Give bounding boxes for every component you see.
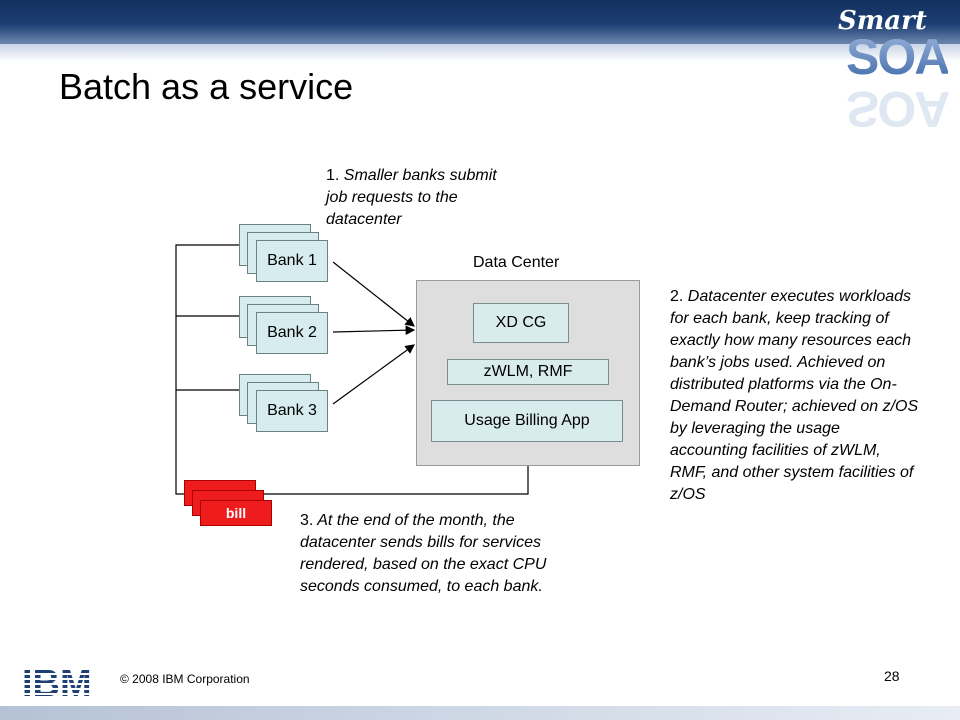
- ibm-logo-text: IBM: [22, 663, 92, 704]
- zwlm-rmf-box: zWLM, RMF: [447, 359, 609, 385]
- bank-3-card: Bank 3: [256, 390, 328, 432]
- arrow-bank1-to-dc: [332, 261, 415, 327]
- note-step-3-number: 3.: [300, 512, 314, 529]
- note-step-1-text: Smaller banks submit job requests to the…: [326, 167, 497, 228]
- page-number: 28: [884, 668, 900, 684]
- header-bar: [0, 0, 960, 44]
- note-step-3-text: At the end of the month, the datacenter …: [300, 512, 547, 595]
- note-step-1: 1. Smaller banks submit job requests to …: [326, 165, 506, 231]
- bill-return-line: [175, 244, 529, 495]
- header-fade: [0, 44, 960, 62]
- note-step-2-number: 2.: [670, 288, 684, 305]
- usage-billing-app-box: Usage Billing App: [431, 400, 623, 442]
- data-center-label: Data Center: [473, 254, 560, 271]
- bill-card: bill: [200, 500, 272, 526]
- copyright-text: © 2008 IBM Corporation: [120, 672, 250, 686]
- footer-bar: [0, 706, 960, 720]
- note-step-2-text: Datacenter executes workloads for each b…: [670, 288, 919, 503]
- slide-title: Batch as a service: [59, 66, 354, 107]
- bank-2-card: Bank 2: [256, 312, 328, 354]
- note-step-2: 2. Datacenter executes workloads for eac…: [670, 286, 920, 506]
- arrow-bank2-to-dc: [332, 325, 416, 336]
- ibm-logo: IBM: [22, 663, 92, 704]
- note-step-3: 3. At the end of the month, the datacent…: [300, 510, 580, 598]
- xd-cg-box: XD CG: [473, 303, 569, 343]
- smart-logo-text: Smart: [838, 6, 927, 36]
- note-step-1-number: 1.: [326, 167, 340, 184]
- arrow-bank3-to-dc: [332, 344, 415, 405]
- bank-1-card: Bank 1: [256, 240, 328, 282]
- soa-logo-text: SOA: [846, 29, 950, 85]
